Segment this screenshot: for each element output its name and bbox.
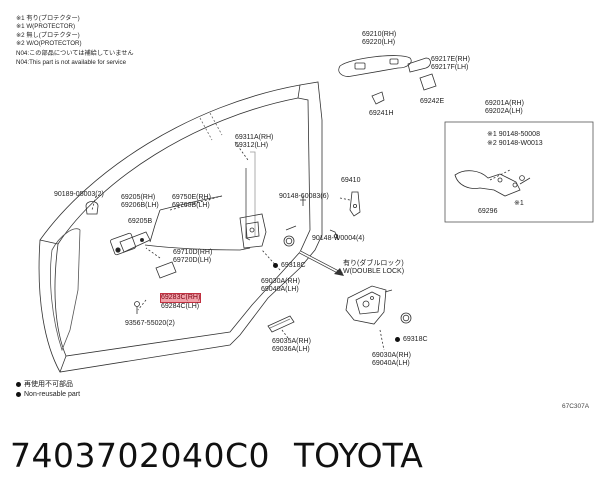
rod-shape xyxy=(349,191,361,217)
regulator-shape xyxy=(245,168,251,241)
part-label-93567[interactable]: 93567-55020(2) xyxy=(125,320,175,327)
pad-shape xyxy=(267,315,295,333)
part-label-69205[interactable]: 69205(RH)69206B(LH) xyxy=(121,194,159,209)
note-marker-1: ※1 xyxy=(514,200,524,207)
non-reusable-dot xyxy=(395,336,400,342)
note-line: N04:この部品については補給していません xyxy=(16,50,134,57)
part-label-90148-50008[interactable]: ※1 90148-50008 xyxy=(487,131,540,138)
gasket-shape xyxy=(371,91,385,105)
note-line: N04:This part is not available for servi… xyxy=(16,59,127,66)
note-line: ※2 無し(プロテクター) xyxy=(16,32,80,39)
part-label-90148-w0013[interactable]: ※2 90148-W0013 xyxy=(487,140,543,147)
door-outline xyxy=(38,81,323,373)
part-label-69242[interactable]: 69242E xyxy=(420,98,445,105)
bolt-shape xyxy=(519,175,525,181)
part-label-69318c-b[interactable]: 69318C xyxy=(395,336,428,344)
outside-handle-shape xyxy=(338,55,412,77)
part-label-90148-60083[interactable]: 90148-60083(6) xyxy=(279,193,329,200)
part-label-69205b[interactable]: 69205B xyxy=(128,218,153,225)
legend-dot xyxy=(16,381,21,387)
part-label-69750[interactable]: 69750E(RH)69760B(LH) xyxy=(172,194,211,209)
part-label-90189[interactable]: 90189-05003(2) xyxy=(54,191,104,198)
lock-assembly-door xyxy=(239,213,267,249)
gasket2-shape xyxy=(419,73,437,91)
legend-dot xyxy=(16,391,21,397)
frame-shape xyxy=(454,170,521,197)
note-line: ※1 W(PROTECTOR) xyxy=(16,23,76,30)
part-label-69311[interactable]: 69311A(RH)69312(LH) xyxy=(235,134,274,149)
long-cable-shape xyxy=(144,244,251,251)
footer-brand: TOYOTA xyxy=(294,436,423,475)
non-reusable-dot xyxy=(273,262,278,268)
part-label-69710[interactable]: 69710D(RH)69720D(LH) xyxy=(173,249,213,264)
legend-line-en: Non-reusable part xyxy=(16,391,80,399)
note-line: ※2 W/O(PROTECTOR) xyxy=(16,40,82,47)
part-label-90148-w0004[interactable]: 90148-W0004(4) xyxy=(312,235,365,242)
frame-detail-box xyxy=(444,121,594,223)
cap-shape xyxy=(155,261,177,279)
grommet-shape xyxy=(85,201,99,215)
inner-panel xyxy=(50,228,81,352)
footer-part-number: 7403702040C0 xyxy=(10,436,270,475)
part-label-69283c-highlighted[interactable]: 69283C(RH) xyxy=(159,293,202,303)
cable-shape xyxy=(159,195,223,211)
inside-handle-shape xyxy=(110,231,151,256)
part-label-69030a-a[interactable]: 69030A(RH)69040A(LH) xyxy=(261,278,300,293)
part-label-69284c[interactable]: 69284C(LH) xyxy=(161,303,200,310)
part-label-69410[interactable]: 69410 xyxy=(341,177,361,184)
part-label-69296[interactable]: 69296 xyxy=(478,208,498,215)
part-label-69210[interactable]: 69210(RH)69220(LH) xyxy=(362,31,397,46)
part-label-69318c-a[interactable]: 69318C xyxy=(273,262,306,270)
part-label-69035[interactable]: 69035A(RH)69036A(LH) xyxy=(272,338,311,353)
part-label-69241[interactable]: 69241H xyxy=(369,110,394,117)
diagram-code: 67C307A xyxy=(562,403,590,410)
part-label-69217[interactable]: 69217E(RH)69217F(LH) xyxy=(431,56,470,71)
handle-cover-shape xyxy=(407,57,431,73)
screw-shape xyxy=(134,301,140,307)
legend-line-jp: 再使用不可部品 xyxy=(16,381,73,389)
part-label-69030a-b[interactable]: 69030A(RH)69040A(LH) xyxy=(372,352,411,367)
ring-shape-a xyxy=(283,235,295,247)
part-label-69201[interactable]: 69201A(RH)69202A(LH) xyxy=(485,100,524,115)
note-line: ※1 有り(プロテクター) xyxy=(16,15,80,22)
lock-assembly-double xyxy=(345,285,393,325)
ring-shape-b xyxy=(400,312,412,324)
double-lock-caption: 有り(ダブルロック)W(DOUBLE LOCK) xyxy=(343,260,405,275)
